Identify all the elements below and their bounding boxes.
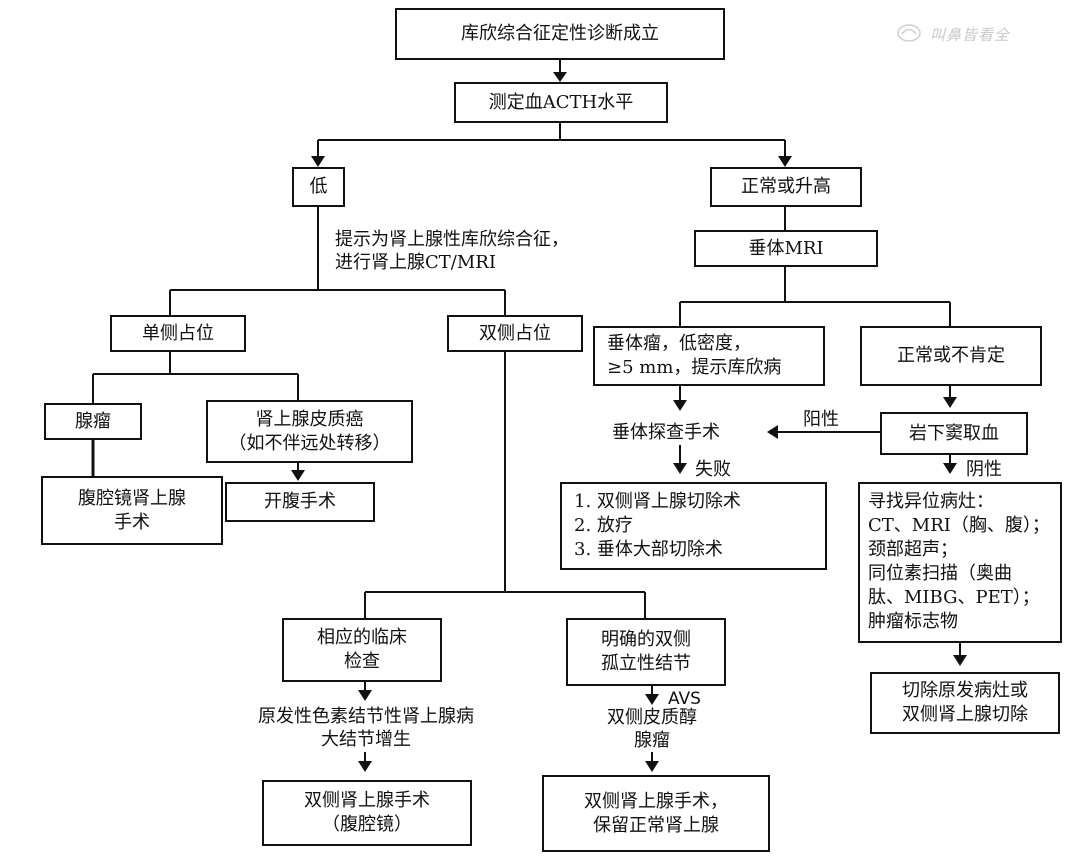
label-positive: 阳性 <box>803 409 839 430</box>
label-negative: 阴性 <box>966 459 1002 480</box>
node-adenoma: 腺瘤 <box>44 403 142 440</box>
node-pituitary-mri: 垂体MRI <box>694 230 878 267</box>
node-bilateral-preserve: 双侧肾上腺手术， 保留正常肾上腺 <box>542 775 770 852</box>
node-bilateral-laparoscopic: 双侧肾上腺手术 （腹腔镜） <box>262 780 472 846</box>
node-measure-acth: 测定血ACTH水平 <box>454 82 668 123</box>
node-pituitary-tumor: 垂体瘤，低密度， ≥5 mm，提示库欣病 <box>593 326 825 386</box>
node-open-surgery: 开腹手术 <box>225 482 375 522</box>
node-laparoscopic-adrenal-surgery: 腹腔镜肾上腺 手术 <box>41 476 223 545</box>
node-clear-bilateral-nodules: 明确的双侧 孤立性结节 <box>566 618 726 686</box>
node-acth-low: 低 <box>292 167 345 207</box>
node-cushing-confirmed: 库欣综合征定性诊断成立 <box>395 8 725 60</box>
label-avs: AVS <box>668 689 701 709</box>
watermark-logo-icon <box>897 24 921 42</box>
node-bilateral-mass: 双侧占位 <box>447 315 583 352</box>
node-clinical-exam: 相应的临床 检查 <box>282 618 442 682</box>
label-failure: 失败 <box>695 459 731 480</box>
node-ectopic-resection: 切除原发病灶或 双侧肾上腺切除 <box>870 672 1060 734</box>
watermark-text: 叫鼻皆看全 <box>930 26 1011 44</box>
node-failure-treatments: 1. 双侧肾上腺切除术 2. 放疗 3. 垂体大部切除术 <box>560 482 827 570</box>
node-ipss: 岩下窦取血 <box>880 412 1028 455</box>
label-ppnad: 原发性色素结节性肾上腺病 大结节增生 <box>258 706 474 750</box>
node-normal-or-uncertain: 正常或不肯定 <box>860 326 1042 386</box>
label-pituitary-exploration: 垂体探查手术 <box>612 422 720 443</box>
node-ectopic-search: 寻找异位病灶： CT、MRI（胸、腹）； 颈部超声； 同位素扫描（奥曲 肽、MI… <box>858 482 1062 643</box>
node-acth-normal-high: 正常或升高 <box>710 167 862 207</box>
node-unilateral-mass: 单侧占位 <box>110 315 246 352</box>
label-bilateral-cortisol-adenoma: 双侧皮质醇 腺瘤 <box>607 707 697 751</box>
node-adrenocortical-carcinoma: 肾上腺皮质癌 （如不伴远处转移） <box>206 400 413 463</box>
label-adrenal-cushing-hint: 提示为肾上腺性库欣综合征， 进行肾上腺CT/MRI <box>335 229 569 273</box>
